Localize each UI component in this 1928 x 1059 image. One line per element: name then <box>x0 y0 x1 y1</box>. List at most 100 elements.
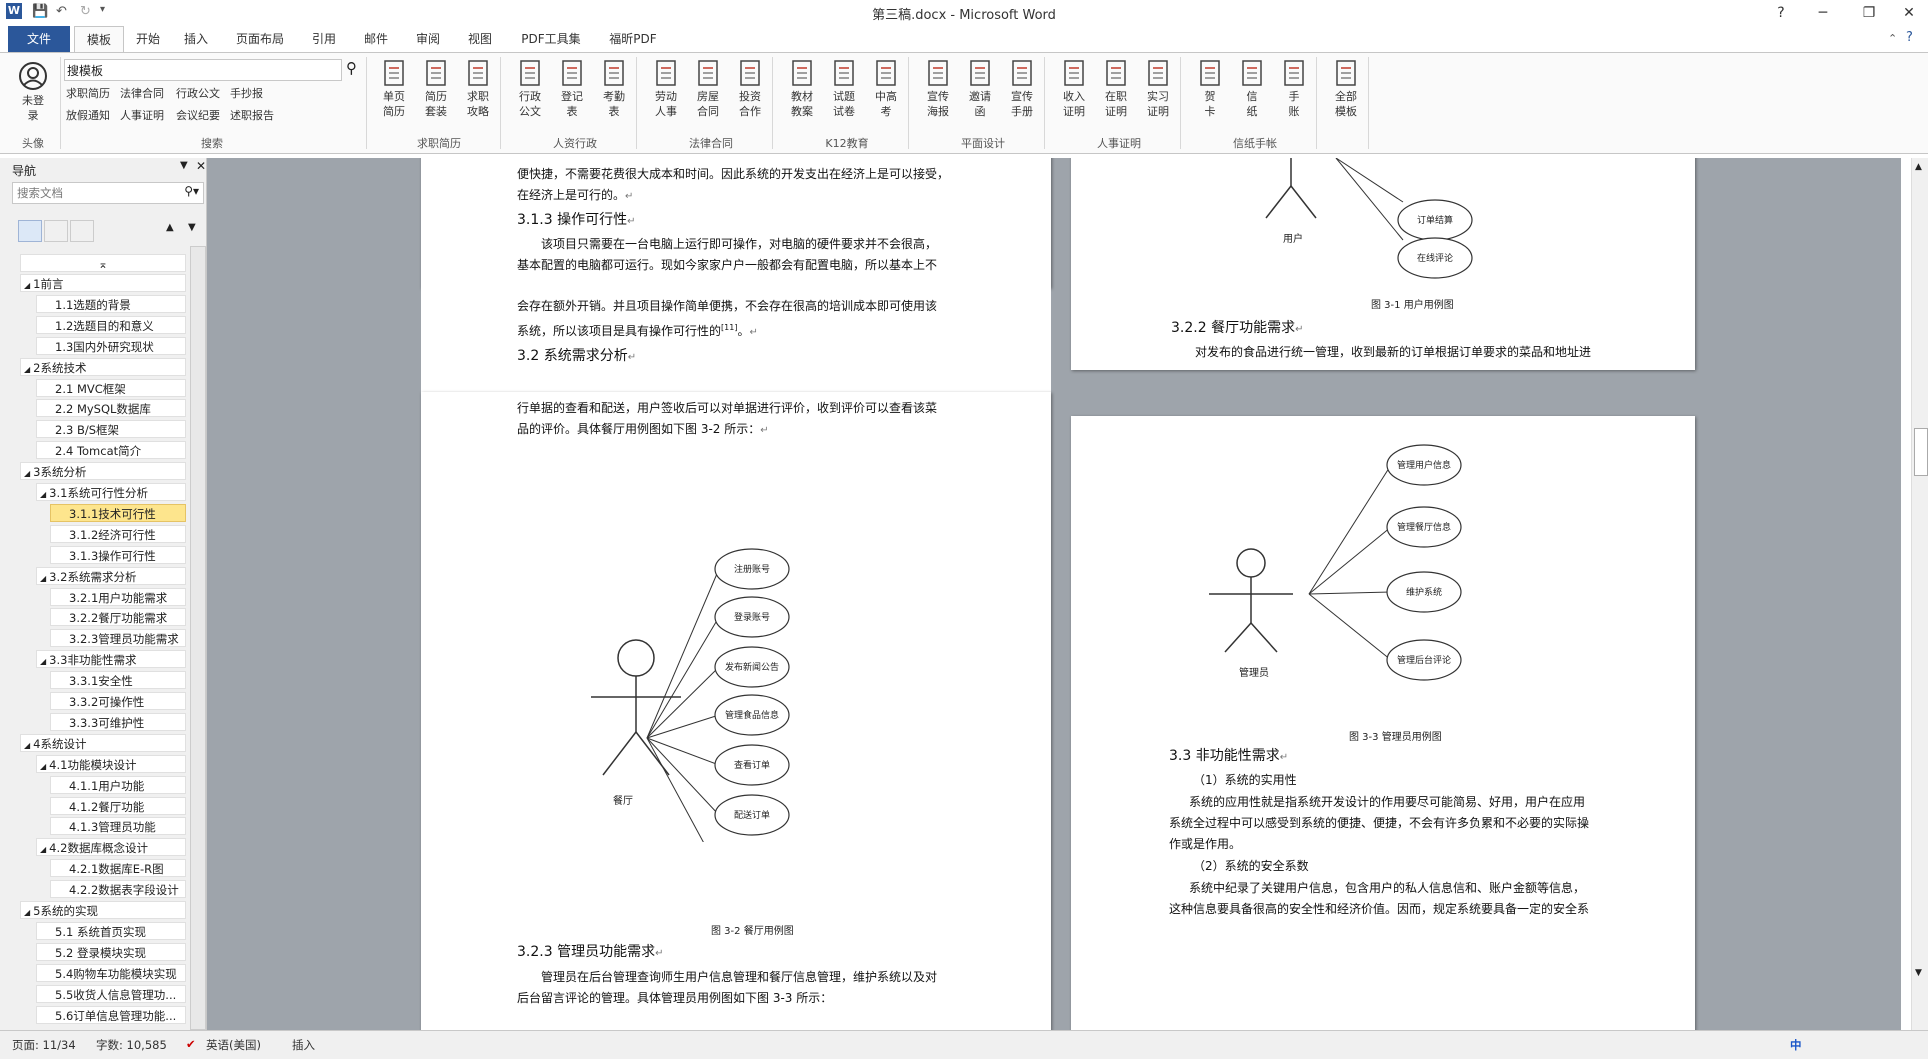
nav-heading-item[interactable]: 2.2 MySQL数据库 <box>36 399 186 418</box>
template-button[interactable]: 手账 <box>1276 59 1312 119</box>
nav-headings-view-icon[interactable] <box>18 220 42 242</box>
template-button[interactable]: 实习证明 <box>1140 59 1176 119</box>
tab-insert[interactable]: 插入 <box>183 32 208 46</box>
nav-heading-item[interactable]: 3.1.1技术可行性 <box>50 503 186 522</box>
nav-scrollbar[interactable] <box>190 246 206 1030</box>
scroll-thumb[interactable] <box>1914 428 1928 476</box>
tab-view[interactable]: 视图 <box>467 32 492 46</box>
search-link[interactable]: 法律合同 <box>120 87 164 100</box>
tab-pdf-tools[interactable]: PDF工具集 <box>521 32 581 46</box>
tab-review[interactable]: 审阅 <box>415 32 440 46</box>
nav-heading-item[interactable]: 3.2.1用户功能需求 <box>50 587 186 606</box>
scroll-down-icon[interactable]: ▼ <box>1915 968 1922 978</box>
restore-button[interactable]: ❐ <box>1862 5 1876 21</box>
close-button[interactable]: ✕ <box>1903 5 1915 21</box>
nav-heading-item[interactable]: 3.3.2可操作性 <box>50 692 186 710</box>
template-button[interactable]: 全部模板 <box>1328 59 1364 119</box>
proofing-icon[interactable]: ✔ <box>186 1037 196 1051</box>
nav-heading-item[interactable]: 1.2选题目的和意义 <box>36 315 186 334</box>
nav-heading-item[interactable]: ◢2系统技术 <box>20 357 186 376</box>
tab-foxit-pdf[interactable]: 福昕PDF <box>609 32 657 46</box>
tab-file[interactable]: 文件 <box>8 26 70 52</box>
nav-heading-item[interactable]: 2.4 Tomcat简介 <box>36 441 186 460</box>
template-button[interactable]: 登记表 <box>554 59 590 119</box>
search-link[interactable]: 会议纪要 <box>176 109 220 122</box>
nav-heading-item[interactable]: ◢4.2数据库概念设计 <box>36 838 186 857</box>
tab-home[interactable]: 开始 <box>135 32 160 46</box>
nav-heading-item[interactable]: 3.3.1安全性 <box>50 671 186 690</box>
nav-heading-item[interactable]: 2.1 MVC框架 <box>36 378 186 397</box>
template-button[interactable]: 求职攻略 <box>460 59 496 119</box>
template-button[interactable]: 宣传手册 <box>1004 59 1040 119</box>
document-scrollbar[interactable]: ▲ ▼ <box>1911 158 1928 1030</box>
template-button[interactable]: 宣传海报 <box>920 59 956 119</box>
search-link[interactable]: 放假通知 <box>66 109 110 122</box>
tab-mailings[interactable]: 邮件 <box>363 32 388 46</box>
nav-heading-item[interactable]: ◢3.3非功能性需求 <box>36 650 186 669</box>
scroll-up-icon[interactable]: ▲ <box>1915 162 1922 172</box>
nav-heading-item[interactable]: 3.2.3管理员功能需求 <box>50 629 186 648</box>
template-button[interactable]: 单页简历 <box>376 59 412 119</box>
nav-prev-icon[interactable]: ▲ <box>166 222 174 233</box>
quick-access-dropdown-icon[interactable]: ▾ <box>100 4 106 15</box>
nav-results-view-icon[interactable] <box>70 220 94 242</box>
search-link[interactable]: 人事证明 <box>120 109 164 122</box>
template-button[interactable]: 邀请函 <box>962 59 998 119</box>
nav-search-icon[interactable]: ⚲▾ <box>184 184 199 198</box>
word-count[interactable]: 字数: 10,585 <box>96 1038 167 1052</box>
template-button[interactable]: 收入证明 <box>1056 59 1092 119</box>
search-link[interactable]: 求职简历 <box>66 87 110 100</box>
template-button[interactable]: 试题试卷 <box>826 59 862 119</box>
template-button[interactable]: 教材教案 <box>784 59 820 119</box>
tab-page-layout[interactable]: 页面布局 <box>235 32 284 46</box>
template-button[interactable]: 信纸 <box>1234 59 1270 119</box>
nav-heading-item[interactable]: 4.1.1用户功能 <box>50 775 186 794</box>
help-icon[interactable]: ? <box>1777 5 1785 21</box>
nav-heading-item[interactable]: ◢3.1系统可行性分析 <box>36 483 186 501</box>
nav-heading-item[interactable]: 5.5收货人信息管理功... <box>36 984 186 1003</box>
search-link[interactable]: 手抄报 <box>230 87 263 100</box>
template-search-input[interactable]: 搜模板 <box>64 59 342 81</box>
template-button[interactable]: 考勤表 <box>596 59 632 119</box>
nav-search-input[interactable]: 搜索文档 ⚲▾ <box>12 182 204 204</box>
template-button[interactable]: 简历套装 <box>418 59 454 119</box>
nav-menu-icon[interactable]: ▼ <box>180 160 188 171</box>
nav-heading-item[interactable]: 2.3 B/S框架 <box>36 420 186 439</box>
search-link[interactable]: 述职报告 <box>230 109 274 122</box>
insert-mode[interactable]: 插入 <box>292 1038 315 1052</box>
nav-collapse-top[interactable]: ⌅ <box>20 254 186 272</box>
collapse-ribbon-icon[interactable]: ⌃ <box>1888 32 1898 45</box>
nav-heading-item[interactable]: 4.2.2数据表字段设计 <box>50 880 186 899</box>
nav-heading-item[interactable]: 3.3.3可维护性 <box>50 712 186 731</box>
template-button[interactable]: 投资合作 <box>732 59 768 119</box>
help-circle-icon[interactable]: ? <box>1906 30 1913 45</box>
nav-heading-item[interactable]: 3.1.3操作可行性 <box>50 545 186 564</box>
tab-template[interactable]: 模板 <box>74 26 124 53</box>
nav-heading-item[interactable]: 1.3国内外研究现状 <box>36 336 186 355</box>
save-icon[interactable]: 💾 <box>32 4 49 19</box>
template-button[interactable]: 中高考 <box>868 59 904 119</box>
nav-heading-item[interactable]: ◢3.2系统需求分析 <box>36 566 186 585</box>
nav-heading-item[interactable]: 4.2.1数据库E-R图 <box>50 859 186 878</box>
nav-heading-item[interactable]: 3.2.2餐厅功能需求 <box>50 608 186 627</box>
ime-indicator[interactable]: 中 <box>1790 1038 1802 1052</box>
undo-icon[interactable]: ↶ <box>56 4 67 19</box>
word-app-icon[interactable]: W <box>6 3 22 19</box>
nav-heading-item[interactable]: 4.1.3管理员功能 <box>50 817 186 836</box>
template-button[interactable]: 行政公文 <box>512 59 548 119</box>
nav-heading-item[interactable]: ◢4.1功能模块设计 <box>36 754 186 773</box>
nav-pages-view-icon[interactable] <box>44 220 68 242</box>
nav-heading-item[interactable]: 5.4购物车功能模块实现 <box>36 963 186 982</box>
nav-close-icon[interactable]: ✕ <box>196 159 207 173</box>
nav-heading-item[interactable]: 5.2 登录模块实现 <box>36 942 186 961</box>
nav-heading-item[interactable]: 4.1.2餐厅功能 <box>50 796 186 815</box>
nav-heading-item[interactable]: ◢4系统设计 <box>20 733 186 752</box>
nav-heading-item[interactable]: ◢3系统分析 <box>20 462 186 481</box>
search-link[interactable]: 行政公文 <box>176 87 220 100</box>
template-button[interactable]: 贺卡 <box>1192 59 1228 119</box>
template-button[interactable]: 在职证明 <box>1098 59 1134 119</box>
nav-next-icon[interactable]: ▼ <box>188 222 196 233</box>
search-icon[interactable]: ⚲ <box>346 59 357 77</box>
nav-heading-item[interactable]: ◢5系统的实现 <box>20 901 186 919</box>
language[interactable]: 英语(美国) <box>206 1038 261 1052</box>
